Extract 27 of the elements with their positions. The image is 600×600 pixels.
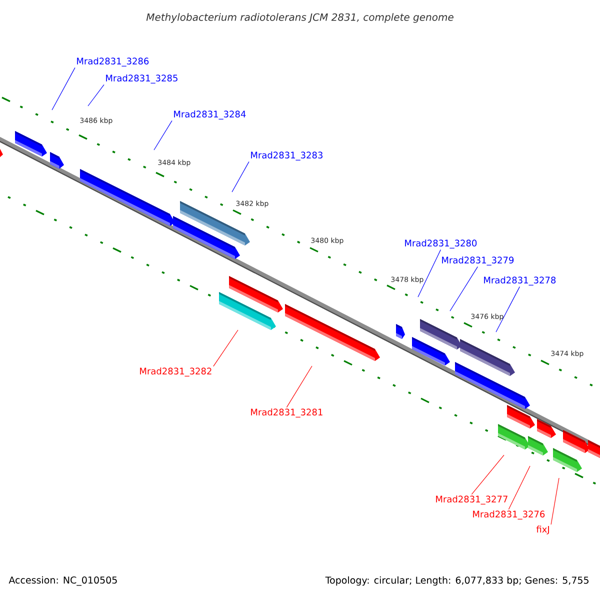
gene-label: fixJ xyxy=(536,526,549,534)
gene-label: Mrad2831_3277 xyxy=(436,496,508,504)
leader-line xyxy=(418,249,441,298)
gene-label: Mrad2831_3285 xyxy=(106,74,178,84)
gene-label: Mrad2831_3284 xyxy=(174,110,246,120)
leader-line xyxy=(154,120,172,150)
leader-line xyxy=(508,466,530,510)
title: Methylobacterium radiotolerans JCM 2831, complete genome xyxy=(146,13,454,23)
footer-text: Topology: circular; Length: 6,077,833 bp; Genes: 5,755 xyxy=(325,576,588,586)
leader-line xyxy=(232,161,250,192)
leader-line xyxy=(213,330,238,367)
footer-text: Accession: NC_010505 xyxy=(8,576,117,586)
leader-line xyxy=(286,366,312,408)
gene-label: Mrad2831_3281 xyxy=(251,408,322,418)
leader-line xyxy=(88,84,104,106)
gene-label: Mrad2831_3282 xyxy=(140,368,212,376)
gene-label: Mrad2831_3276 xyxy=(473,510,545,520)
leader-line xyxy=(496,286,520,332)
leader-line xyxy=(471,454,504,495)
gene-label: Mrad2831_3278 xyxy=(484,276,556,286)
gene-label: Mrad2831_3286 xyxy=(77,58,149,66)
gene-label: Mrad2831_3283 xyxy=(251,152,322,160)
leader-line xyxy=(52,67,76,110)
gene-label: Mrad2831_3279 xyxy=(442,256,514,266)
leader-line xyxy=(450,266,478,312)
leader-line xyxy=(550,478,560,525)
gene-label: Mrad2831_3280 xyxy=(405,240,477,248)
